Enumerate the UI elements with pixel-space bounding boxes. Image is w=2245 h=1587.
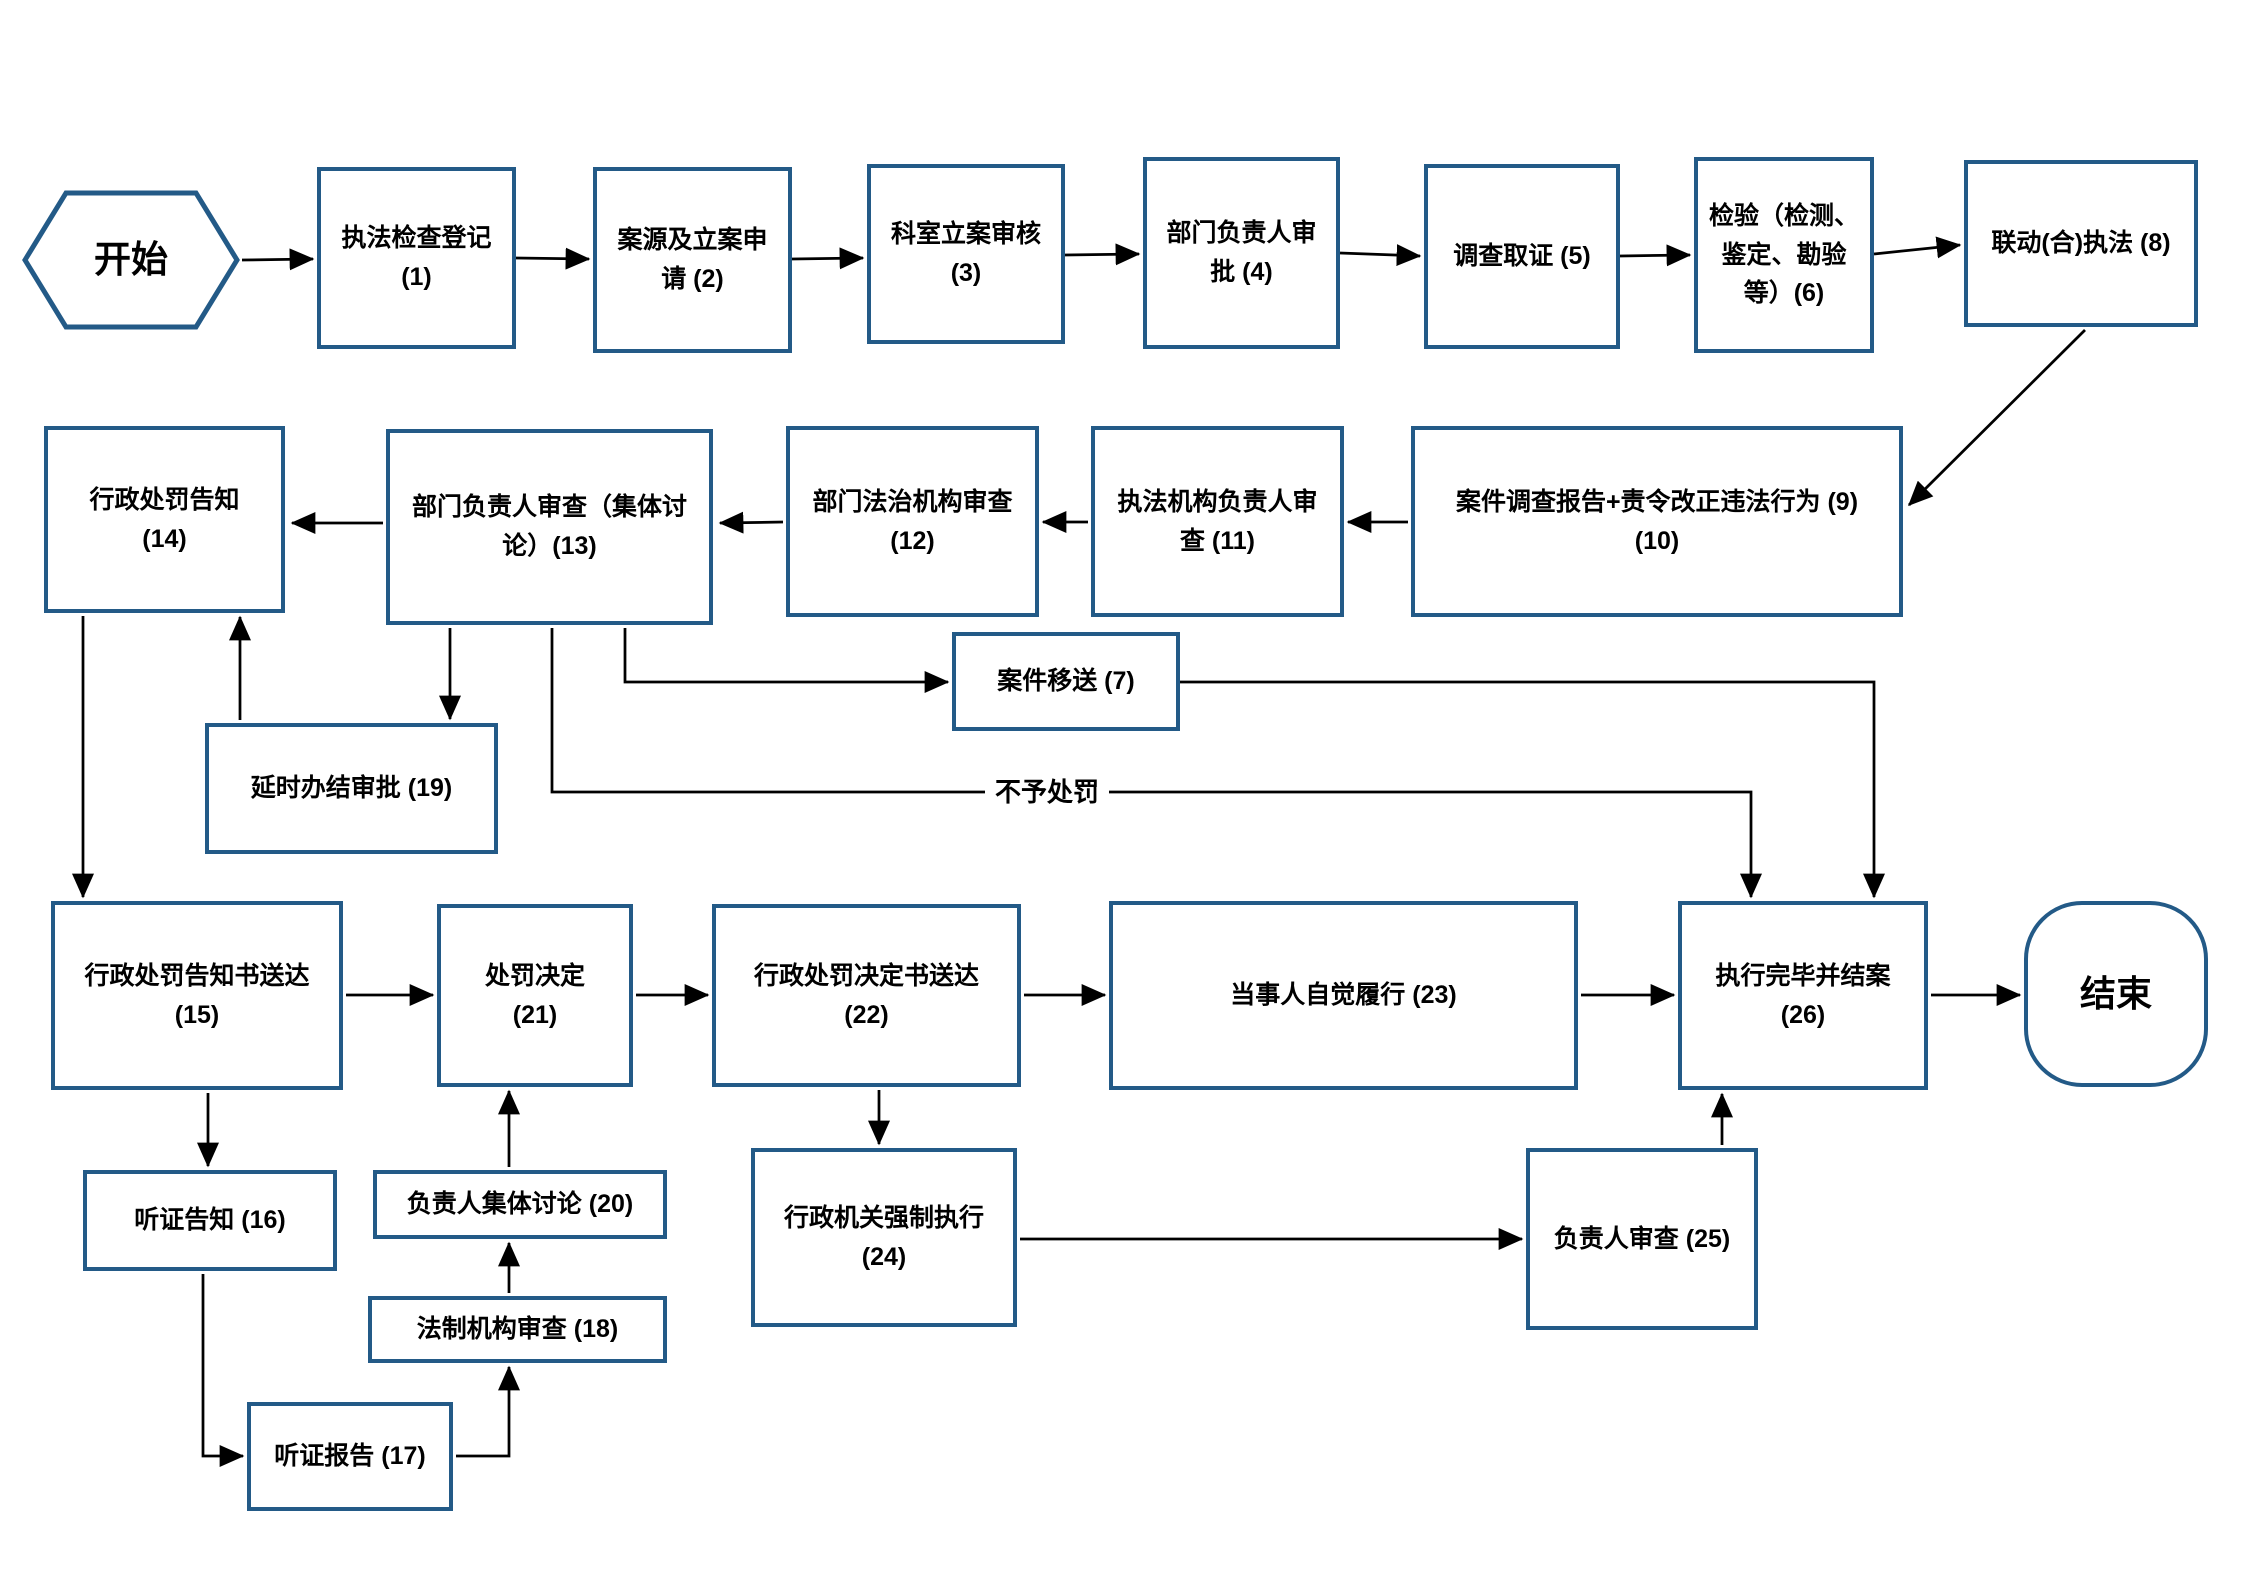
node-administrative-compulsory-execution: 行政机关强制执行 (24) <box>751 1148 1017 1327</box>
node-voluntary-compliance: 当事人自觉履行 (23) <box>1109 901 1578 1090</box>
node-enforcement-check-registration: 执法检查登记 (1) <box>317 167 516 349</box>
start-node-label: 开始 <box>94 239 168 281</box>
node-case-source-filing-application: 案源及立案申 请 (2) <box>593 167 792 353</box>
node-department-legal-review: 部门法治机构审查 (12) <box>786 426 1039 617</box>
end-node: 结束 <box>2024 901 2208 1087</box>
node-hearing-notification: 听证告知 (16) <box>83 1170 337 1271</box>
node-penalty-decision-delivery: 行政处罚决定书送达 (22) <box>712 904 1021 1087</box>
node-legal-body-review: 法制机构审查 (18) <box>368 1296 667 1363</box>
node-penalty-notification: 行政处罚告知 (14) <box>44 426 285 613</box>
node-inspection-testing: 检验（检测、 鉴定、勘验 等）(6) <box>1694 157 1874 353</box>
node-head-collective-discussion: 负责人集体讨论 (20) <box>373 1170 667 1239</box>
node-execution-complete-case-closed: 执行完毕并结案 (26) <box>1678 901 1928 1090</box>
node-case-transfer: 案件移送 (7) <box>952 632 1180 731</box>
node-extension-approval: 延时办结审批 (19) <box>205 723 498 854</box>
hexagon-shape <box>22 190 240 330</box>
node-investigation-report-correction-order: 案件调查报告+责令改正违法行为 (9) (10) <box>1411 426 1903 617</box>
node-enforcement-agency-head-review: 执法机构负责人审 查 (11) <box>1091 426 1344 617</box>
node-department-head-collective-review: 部门负责人审查（集体讨 论）(13) <box>386 429 713 625</box>
node-investigation-evidence: 调查取证 (5) <box>1424 164 1620 349</box>
node-hearing-report: 听证报告 (17) <box>247 1402 453 1511</box>
start-node: 开始 <box>22 189 240 331</box>
node-section-filing-review: 科室立案审核 (3) <box>867 164 1065 344</box>
node-head-review: 负责人审查 (25) <box>1526 1148 1758 1330</box>
edge-label-no-penalty: 不予处罚 <box>985 773 1110 811</box>
node-department-head-approval: 部门负责人审 批 (4) <box>1143 157 1340 349</box>
node-penalty-decision: 处罚决定 (21) <box>437 904 633 1087</box>
node-joint-enforcement: 联动(合)执法 (8) <box>1964 160 2198 327</box>
node-penalty-notice-delivery: 行政处罚告知书送达 (15) <box>51 901 343 1090</box>
